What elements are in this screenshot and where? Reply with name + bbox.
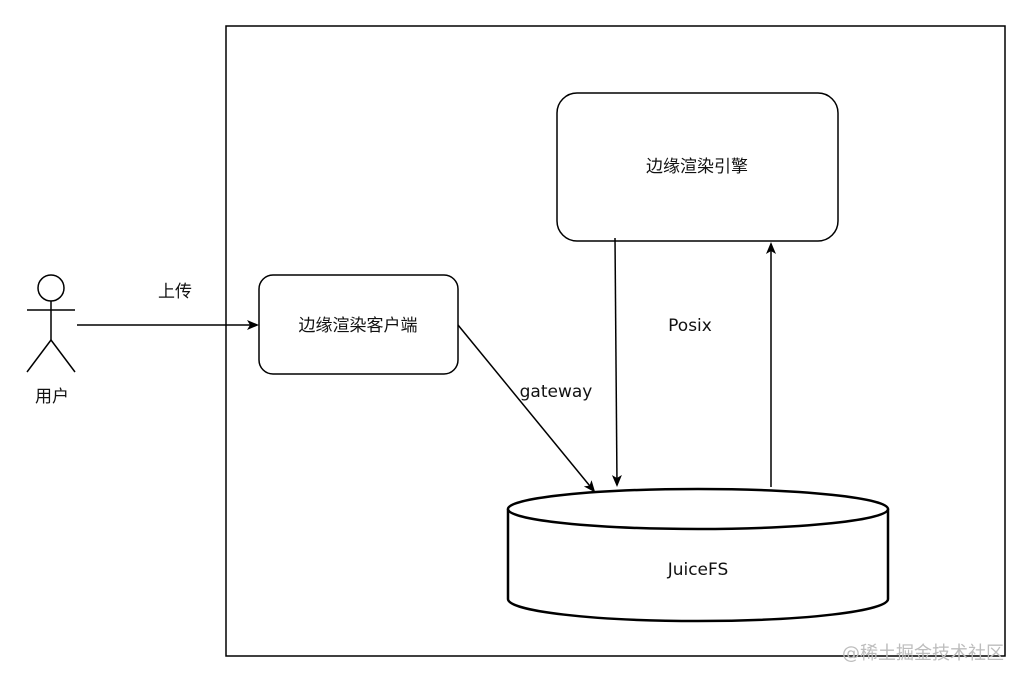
edge-render-client-label: 边缘渲染客户端: [299, 316, 418, 336]
posix-label: Posix: [668, 316, 712, 336]
gateway-label: gateway: [520, 382, 593, 402]
system-boundary: [225, 25, 1006, 657]
user-label: 用户: [35, 387, 69, 407]
edge-render-client-box: [258, 274, 459, 375]
gateway-arrow: [457, 324, 596, 493]
juicefs-label: JuiceFS: [667, 560, 729, 580]
user-actor-icon: [26, 274, 76, 373]
edge-render-engine-label: 边缘渲染引擎: [646, 157, 748, 177]
posix-down-arrow: [611, 237, 622, 487]
juicefs-storage-cylinder: [506, 487, 890, 623]
watermark-text: @稀土掘金技术社区: [842, 643, 1004, 664]
upload-label: 上传: [158, 282, 192, 302]
edge-render-engine-box: [556, 92, 839, 242]
